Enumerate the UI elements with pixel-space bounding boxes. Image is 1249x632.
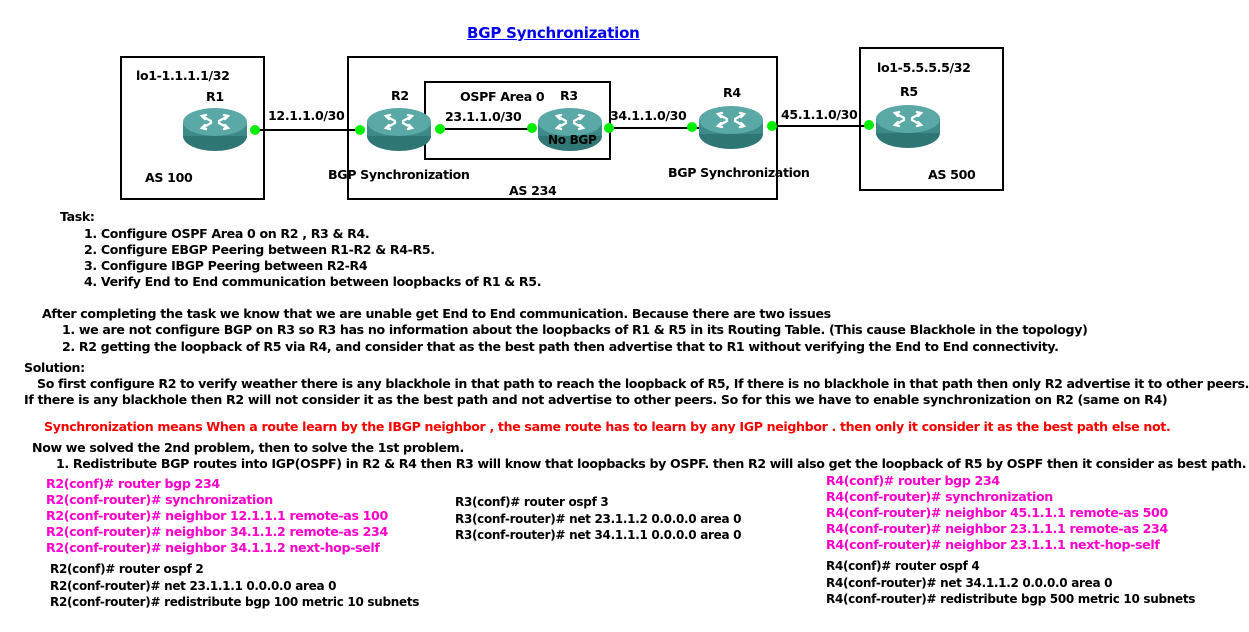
r4-name: R4 <box>723 85 741 100</box>
task-item: 1. Configure OSPF Area 0 on R2 , R3 & R4… <box>84 226 370 241</box>
r2-bgp-config: R2(conf)# router bgp 234 R2(conf-router)… <box>46 476 388 556</box>
second-intro: Now we solved the 2nd problem, then to s… <box>32 440 464 455</box>
config-line: R3(conf)# router ospf 3 <box>455 495 609 509</box>
config-line: R2(conf)# router bgp 234 <box>46 476 220 491</box>
as100-box <box>120 56 265 200</box>
page-title[interactable]: BGP Synchronization <box>467 24 640 42</box>
config-line: R3(conf-router)# net 34.1.1.1 0.0.0.0 ar… <box>455 528 742 542</box>
task-item: 4. Verify End to End communication betwe… <box>84 274 542 289</box>
link-label-r3-r4: 34.1.1.0/30 <box>610 108 687 123</box>
r2-name: R2 <box>391 88 409 103</box>
router-r4-icon[interactable] <box>698 104 764 150</box>
r3-ospf-config: R3(conf)# router ospf 3 R3(conf-router)#… <box>455 494 742 544</box>
solution-heading: Solution: <box>24 360 85 375</box>
router-r3-icon <box>538 108 602 151</box>
as500-label: AS 500 <box>928 167 976 182</box>
router-r2-icon[interactable] <box>366 106 432 152</box>
config-line: R4(conf-router)# synchronization <box>826 489 1053 504</box>
port-dot-r4-east <box>767 121 777 131</box>
link-label-r2-r3: 23.1.1.0/30 <box>445 109 522 124</box>
as234-box <box>347 56 778 200</box>
port-dot-r3-east <box>604 123 614 133</box>
task-item: 3. Configure IBGP Peering between R2-R4 <box>84 258 368 273</box>
link-r3-r4 <box>609 127 701 129</box>
config-line: R2(conf-router)# neighbor 12.1.1.1 remot… <box>46 508 388 523</box>
r5-loopback-label: lo1-5.5.5.5/32 <box>877 60 971 75</box>
router-r3[interactable]: No BGP <box>537 106 603 152</box>
link-r1-r2 <box>256 129 360 131</box>
link-label-r4-r5: 45.1.1.0/30 <box>781 107 858 122</box>
config-line: R4(conf-router)# net 34.1.1.2 0.0.0.0 ar… <box>826 575 1113 590</box>
issues-intro: After completing the task we know that w… <box>42 306 831 321</box>
r2-note: BGP Synchronization <box>328 167 470 182</box>
config-line: R4(conf-router)# neighbor 23.1.1.1 next-… <box>826 537 1160 552</box>
port-dot-r3-west <box>527 123 537 133</box>
r5-name: R5 <box>900 84 918 99</box>
solution-line: If there is any blackhole then R2 will n… <box>24 392 1168 407</box>
issue-item: 1. we are not configure BGP on R3 so R3 … <box>62 322 1088 337</box>
r4-note: BGP Synchronization <box>668 165 810 180</box>
r1-name: R1 <box>206 89 224 104</box>
port-dot-r4-west <box>687 122 697 132</box>
link-r4-r5 <box>772 125 870 127</box>
solution-line: So first configure R2 to verify weather … <box>37 376 1249 391</box>
link-label-r1-r2: 12.1.1.0/30 <box>268 108 345 123</box>
config-line: R3(conf-router)# net 23.1.1.2 0.0.0.0 ar… <box>455 511 742 526</box>
port-dot-r2-west <box>355 125 365 135</box>
config-line: R2(conf)# router ospf 2 <box>50 562 204 576</box>
task-item: 2. Configure EBGP Peering between R1-R2 … <box>84 242 435 257</box>
r3-name: R3 <box>560 88 578 103</box>
config-line: R4(conf-router)# neighbor 45.1.1.1 remot… <box>826 505 1168 520</box>
port-dot-r1 <box>250 125 260 135</box>
router-r5-icon[interactable] <box>875 103 941 149</box>
r4-bgp-config: R4(conf)# router bgp 234 R4(conf-router)… <box>826 473 1168 553</box>
config-line: R4(conf)# router bgp 234 <box>826 473 1000 488</box>
port-dot-r5 <box>864 120 874 130</box>
as500-box <box>859 47 1004 191</box>
r1-loopback-label: lo1-1.1.1.1/32 <box>136 68 230 83</box>
config-line: R2(conf-router)# redistribute bgp 100 me… <box>50 595 420 609</box>
config-line: R4(conf-router)# redistribute bgp 500 me… <box>826 592 1196 606</box>
config-line: R2(conf-router)# neighbor 34.1.1.2 next-… <box>46 540 380 555</box>
config-line: R4(conf-router)# neighbor 23.1.1.1 remot… <box>826 521 1168 536</box>
as100-label: AS 100 <box>145 170 193 185</box>
link-r2-r3 <box>440 128 532 130</box>
task-heading: Task: <box>60 209 95 224</box>
synchronization-definition: Synchronization means When a route learn… <box>44 419 1171 434</box>
port-dot-r2-east <box>435 124 445 134</box>
router-r1-icon[interactable] <box>182 106 248 152</box>
config-line: R2(conf-router)# net 23.1.1.1 0.0.0.0 ar… <box>50 578 337 593</box>
r3-no-bgp-label: No BGP <box>548 133 597 147</box>
r2-ospf-config: R2(conf)# router ospf 2 R2(conf-router)#… <box>50 561 419 611</box>
ospf-area-label: OSPF Area 0 <box>460 89 545 104</box>
r4-ospf-config: R4(conf)# router ospf 4 R4(conf-router)#… <box>826 558 1195 608</box>
config-line: R2(conf-router)# synchronization <box>46 492 273 507</box>
as234-label: AS 234 <box>509 183 557 198</box>
second-item: 1. Redistribute BGP routes into IGP(OSPF… <box>56 456 1247 471</box>
config-line: R2(conf-router)# neighbor 34.1.1.2 remot… <box>46 524 388 539</box>
issue-item: 2. R2 getting the loopback of R5 via R4,… <box>62 339 1059 354</box>
config-line: R4(conf)# router ospf 4 <box>826 559 980 573</box>
